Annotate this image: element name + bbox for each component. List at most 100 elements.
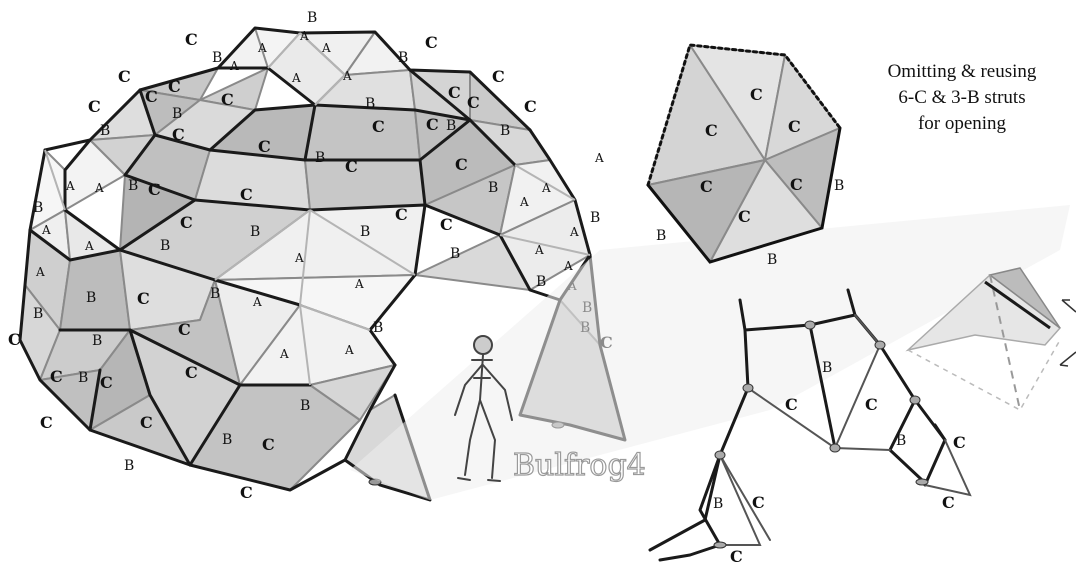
strut-label: C	[467, 93, 480, 112]
strut-label: C	[221, 90, 234, 109]
strut-label: A	[354, 277, 364, 291]
strut-label: B	[210, 286, 220, 302]
strut-label: C	[752, 493, 765, 512]
strut-label: A	[257, 41, 267, 55]
strut-label: B	[365, 96, 375, 112]
strut-label: A	[279, 347, 289, 361]
strut-label: C	[240, 483, 253, 502]
strut-label: B	[100, 123, 110, 139]
strut-label: C	[145, 87, 158, 106]
strut-label: B	[536, 274, 546, 290]
strut-label: C	[148, 180, 161, 199]
strut-label: C	[865, 395, 878, 414]
strut-label: C	[790, 175, 803, 194]
strut-label: C	[395, 205, 408, 224]
caption-line-3: for opening	[918, 113, 1007, 134]
strut-label: B	[360, 224, 370, 240]
strut-label: C	[942, 493, 955, 512]
strut-label: A	[252, 295, 262, 309]
strut-label: C	[426, 115, 439, 134]
strut-label: B	[656, 228, 666, 244]
strut-label: C	[50, 367, 63, 386]
strut-label: A	[541, 181, 551, 195]
strut-label: B	[373, 320, 383, 336]
strut-label: A	[35, 265, 45, 279]
strut-label: C	[425, 33, 438, 52]
strut-label: B	[446, 118, 456, 134]
strut-label: B	[212, 50, 222, 66]
strut-label: C	[258, 137, 271, 156]
caption-line-1: Omitting & reusing	[888, 61, 1037, 82]
strut-label: B	[33, 200, 43, 216]
strut-label: A	[41, 223, 51, 237]
strut-label: C	[40, 413, 53, 432]
strut-label: B	[128, 178, 138, 194]
strut-label: B	[33, 306, 43, 322]
strut-label: C	[448, 83, 461, 102]
strut-label: B	[834, 178, 844, 194]
strut-label: B	[92, 333, 102, 349]
strut-label: C	[180, 213, 193, 232]
strut-label: C	[240, 185, 253, 204]
strut-label: B	[767, 252, 777, 268]
strut-label: C	[140, 413, 153, 432]
strut-label: B	[590, 210, 600, 226]
strut-label: B	[896, 433, 906, 449]
strut-label: B	[124, 458, 134, 474]
strut-label: A	[534, 243, 544, 257]
strut-label: B	[78, 370, 88, 386]
strut-label: B	[250, 224, 260, 240]
strut-label: C	[738, 207, 751, 226]
strut-label: A	[342, 69, 352, 83]
strut-label: A	[321, 41, 331, 55]
strut-label: B	[488, 180, 498, 196]
strut-label: B	[822, 360, 832, 376]
strut-label: C	[455, 155, 468, 174]
caption: Omitting & reusing 6-C & 3-B struts for …	[888, 61, 1037, 134]
strut-label: A	[229, 59, 239, 73]
strut-label: C	[8, 330, 21, 349]
strut-label: C	[88, 97, 101, 116]
strut-label: C	[440, 215, 453, 234]
strut-label: C	[788, 117, 801, 136]
strut-label: B	[300, 398, 310, 414]
strut-label: C	[705, 121, 718, 140]
strut-label: A	[291, 71, 301, 85]
strut-label: B	[172, 106, 182, 122]
strut-label: B	[222, 432, 232, 448]
strut-label: A	[594, 151, 604, 165]
strut-label: C	[185, 30, 198, 49]
strut-label: C	[953, 433, 966, 452]
strut-label: C	[178, 320, 191, 339]
strut-label: C	[372, 117, 385, 136]
strut-label: C	[785, 395, 798, 414]
strut-label: C	[168, 77, 181, 96]
strut-label: C	[118, 67, 131, 86]
strut-label: A	[344, 343, 354, 357]
strut-label: A	[65, 179, 75, 193]
strut-label: A	[519, 195, 529, 209]
strut-label: B	[86, 290, 96, 306]
strut-label: C	[137, 289, 150, 308]
strut-label: A	[563, 259, 573, 273]
strut-label: C	[345, 157, 358, 176]
strut-label: B	[713, 496, 723, 512]
strut-label: C	[750, 85, 763, 104]
strut-label: B	[500, 123, 510, 139]
strut-label: B	[398, 50, 408, 66]
strut-label: C	[700, 177, 713, 196]
strut-label: C	[185, 363, 198, 382]
strut-label: C	[524, 97, 537, 116]
strut-label: A	[294, 251, 304, 265]
strut-label: B	[307, 10, 317, 26]
watermark: Bulfrog4	[513, 448, 646, 483]
strut-label: C	[262, 435, 275, 454]
strut-label: C	[172, 125, 185, 144]
strut-label: B	[315, 150, 325, 166]
strut-label: C	[492, 67, 505, 86]
caption-line-2: 6-C & 3-B struts	[898, 87, 1025, 108]
strut-label: A	[569, 225, 579, 239]
strut-label: C	[100, 373, 113, 392]
